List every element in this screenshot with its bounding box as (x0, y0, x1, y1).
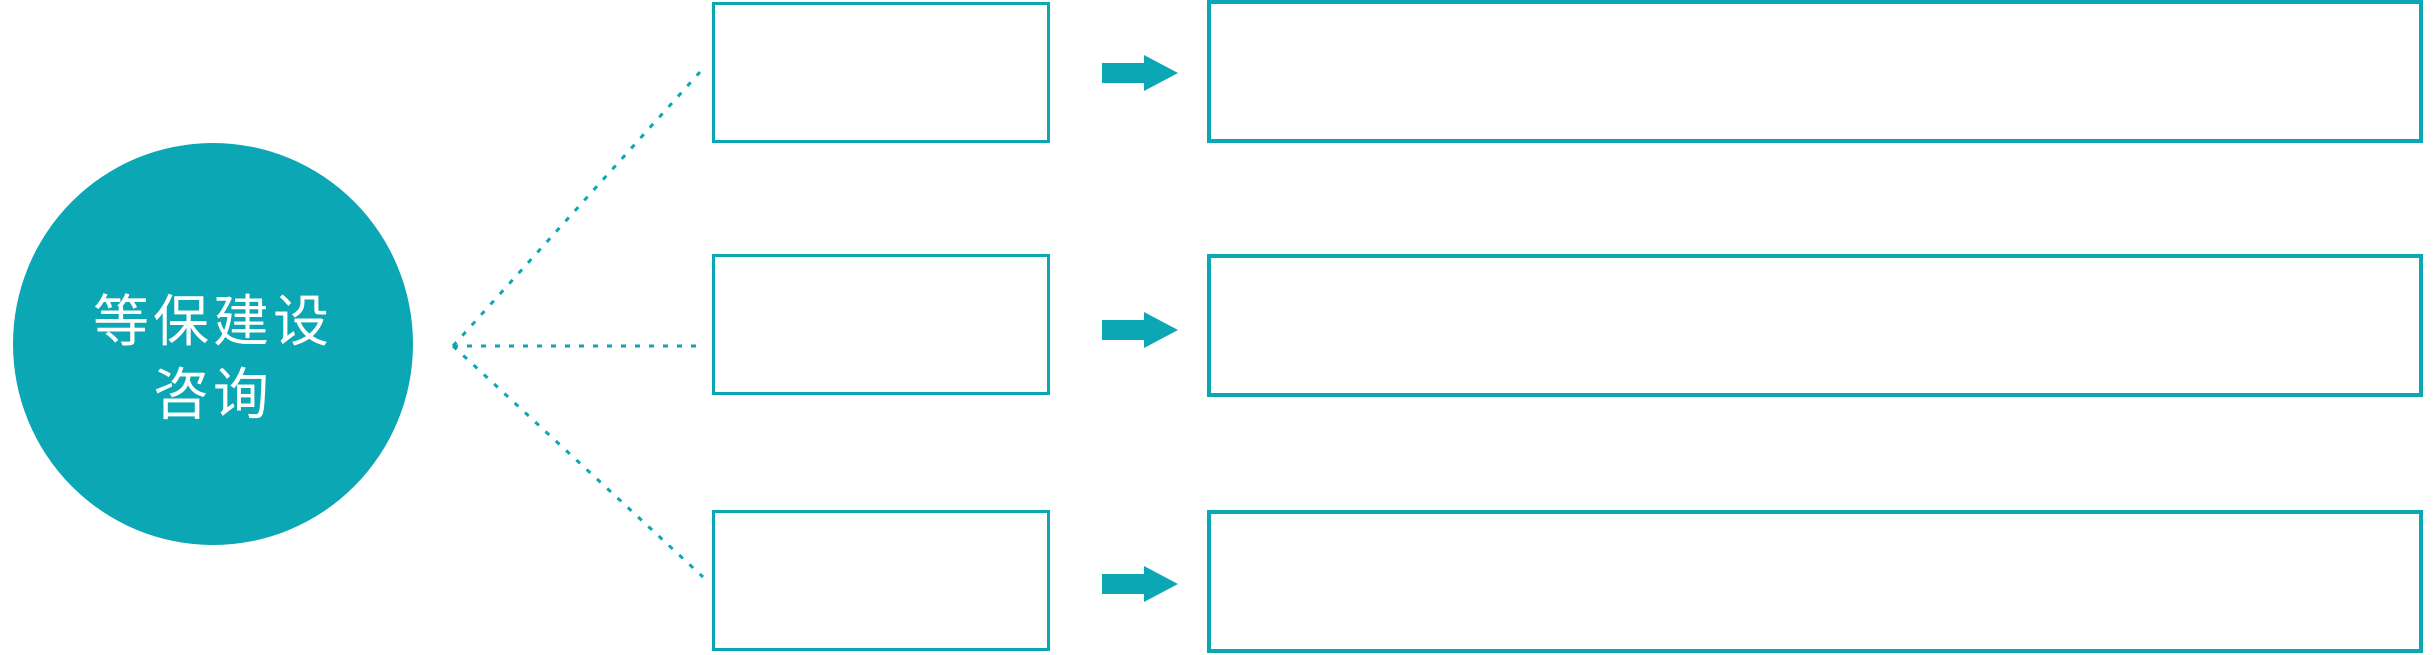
detail-box-2-text (1211, 258, 2419, 393)
middle-box-3 (712, 510, 1050, 651)
middle-box-2-text (715, 257, 1047, 392)
detail-box-2 (1207, 254, 2423, 397)
hub-circle: 等保建设 咨询 (13, 143, 413, 545)
hub-label-line-2: 咨询 (153, 363, 273, 426)
detail-box-3 (1207, 510, 2423, 653)
connector-line-top-icon (451, 70, 702, 348)
right-block-arrow-icon-1 (1102, 55, 1178, 91)
middle-box-3-text (715, 513, 1047, 648)
middle-box-1 (712, 2, 1050, 143)
middle-box-1-text (715, 5, 1047, 140)
hub-label-line-1: 等保建设 (93, 290, 333, 354)
detail-box-1-text (1211, 4, 2419, 139)
detail-box-3-text (1211, 514, 2419, 649)
connector-line-bottom-icon (451, 344, 705, 579)
middle-box-2 (712, 254, 1050, 395)
detail-box-1 (1207, 0, 2423, 143)
hub-label: 等保建设 咨询 (93, 286, 333, 432)
right-block-arrow-icon-2 (1102, 312, 1178, 348)
right-block-arrow-icon-3 (1102, 566, 1178, 602)
